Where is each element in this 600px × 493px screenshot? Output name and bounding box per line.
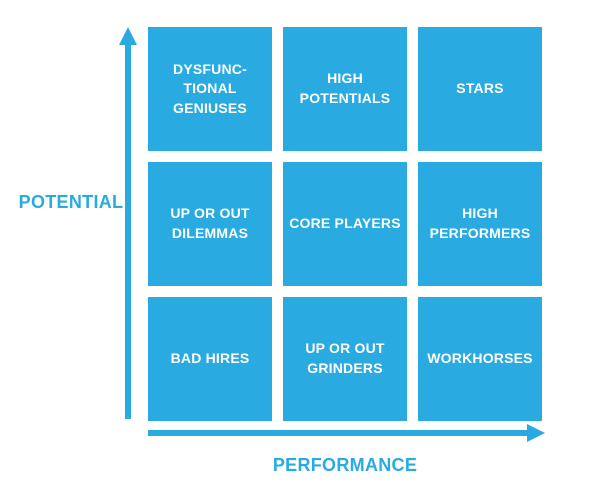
cell-label: CORE PLAYERS (289, 215, 401, 232)
cell-stars: STARS (418, 27, 542, 151)
arrow-right-icon (527, 424, 545, 442)
cell-core-players: CORE PLAYERS (283, 162, 407, 286)
cell-high-performers: HIGH PERFORMERS (418, 162, 542, 286)
cell-high-potentials: HIGH POTENTIALS (283, 27, 407, 151)
x-axis-arrow (148, 430, 528, 436)
cell-label: UP OR OUT DILEMMAS (170, 205, 250, 241)
matrix-grid: DYSFUNC- TIONAL GENIUSES HIGH POTENTIALS… (148, 27, 542, 421)
y-axis-label: POTENTIAL (18, 192, 124, 212)
cell-label: BAD HIRES (170, 350, 250, 367)
cell-dysfunctional-geniuses: DYSFUNC- TIONAL GENIUSES (148, 27, 272, 151)
cell-label: WORKHORSES (427, 350, 533, 367)
cell-up-or-out-grinders: UP OR OUT GRINDERS (283, 297, 407, 421)
cell-bad-hires: BAD HIRES (148, 297, 272, 421)
cell-label: STARS (456, 80, 504, 97)
cell-label: HIGH POTENTIALS (299, 70, 391, 106)
cell-label: DYSFUNC- TIONAL GENIUSES (173, 60, 247, 116)
cell-up-or-out-dilemmas: UP OR OUT DILEMMAS (148, 162, 272, 286)
y-axis-arrow (125, 44, 131, 419)
cell-label: UP OR OUT GRINDERS (305, 340, 385, 376)
arrow-up-icon (119, 27, 137, 45)
x-axis-label: PERFORMANCE (272, 455, 418, 475)
cell-label: HIGH PERFORMERS (429, 205, 531, 241)
cell-workhorses: WORKHORSES (418, 297, 542, 421)
